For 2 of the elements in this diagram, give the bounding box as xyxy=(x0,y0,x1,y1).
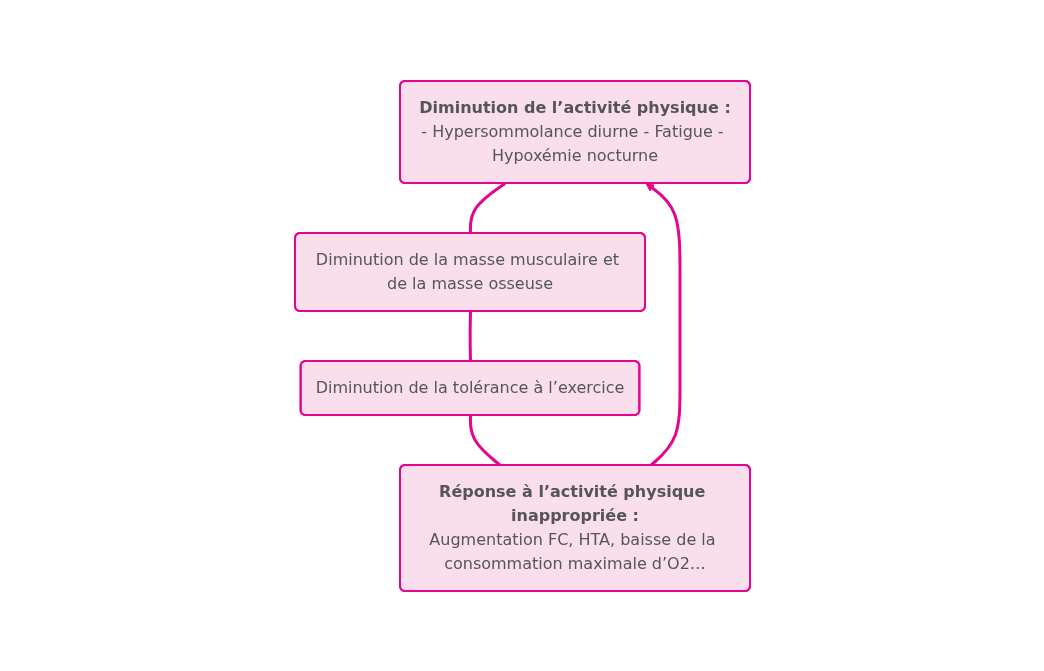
connector xyxy=(468,181,506,234)
connector xyxy=(468,310,472,362)
